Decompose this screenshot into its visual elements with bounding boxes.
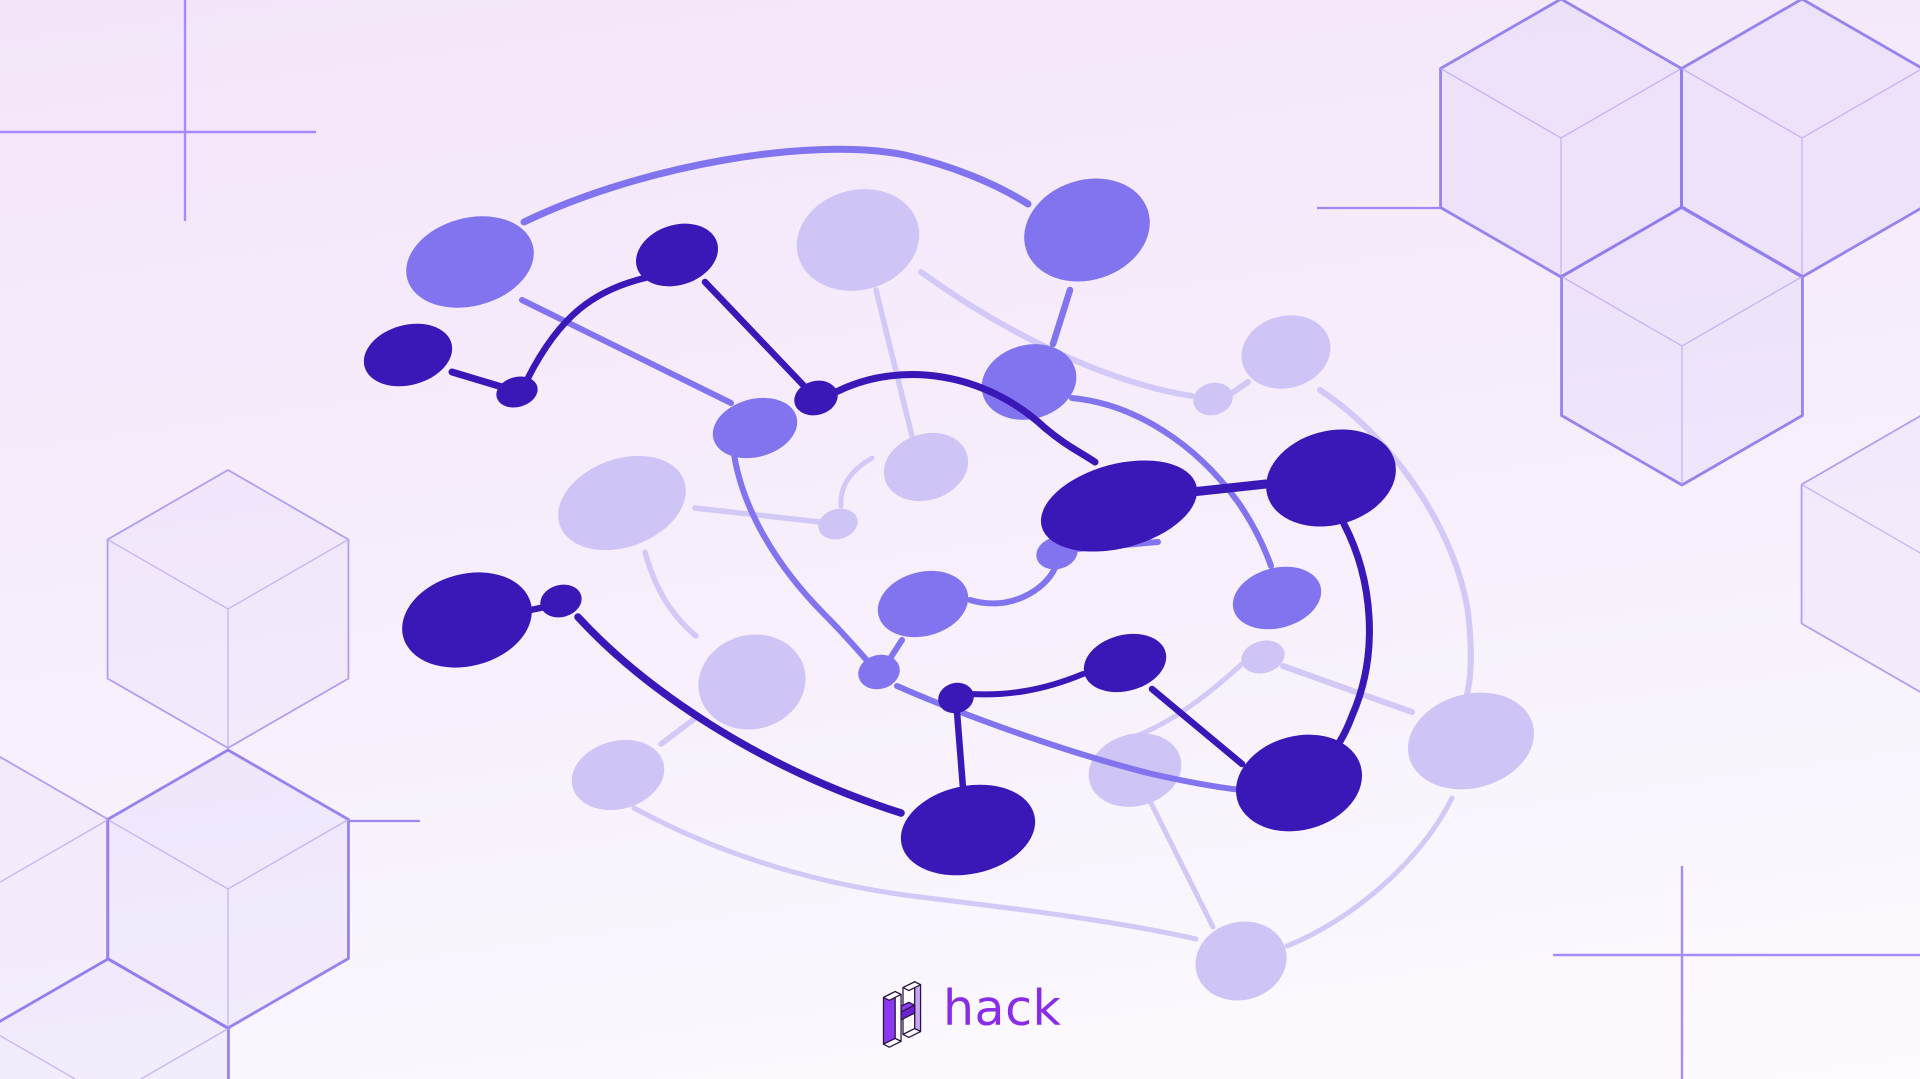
network-edge-l-orbit-4 (1284, 795, 1455, 949)
network-node-mid-3 (1024, 178, 1150, 282)
cube-inner-edges-bl-cube-bottom-partial (0, 1027, 229, 1079)
network-edge-m-orbit-3 (730, 444, 875, 669)
network-node-light-4 (1407, 692, 1535, 790)
network-node-dark-1 (363, 323, 453, 387)
network-edge-l-link-6-7 (1145, 794, 1216, 930)
network-node-mid-6 (858, 654, 900, 690)
network-node-mid-2 (712, 397, 798, 459)
network-edge-m-arc-7-5 (967, 565, 1058, 607)
cube-inner-edges-tr-cube-4-partial (1801, 483, 1920, 554)
network-edge-d-arc-7-8 (967, 671, 1086, 698)
brand-wordmark: hack (943, 980, 1062, 1037)
network-node-mid-8 (1232, 566, 1322, 630)
network-node-dark-10 (1235, 734, 1363, 832)
network-node-dark-7 (1083, 633, 1167, 693)
network-node-dark-9 (900, 784, 1036, 876)
network-edge-d-link-3-4 (701, 278, 810, 392)
network-edge-l-link-12-10 (692, 505, 823, 525)
network-edge-l-arc-11-12 (838, 455, 875, 509)
network-edge-l-link-5-4 (1280, 663, 1415, 715)
network-edge-m-link-3-4 (1049, 286, 1074, 348)
network-node-mid-1 (406, 216, 534, 308)
network-edge-l-orbit-3 (631, 805, 1199, 942)
network-node-dark-2 (496, 376, 538, 408)
network-node-mid-7 (877, 570, 969, 638)
network-edge-d-orbit-2 (1322, 520, 1373, 762)
cube-inner-edges-bl-cube-left-partial (0, 818, 109, 883)
network-edge-m-link-1-2 (519, 297, 734, 406)
network-edge-d-link-7-10 (1148, 685, 1246, 768)
network-node-dark-6 (1266, 429, 1396, 527)
cube-inner-edges-tr-cube-3 (1561, 275, 1803, 485)
cube-inner-edges-tr-cube-1 (1440, 67, 1682, 277)
network-edge-l-link-1-11 (873, 287, 915, 439)
network-edge-d-link-5-6 (1187, 479, 1271, 497)
network-edge-m-orbit-2 (1069, 395, 1274, 569)
network-edge-l-link-2-3 (1229, 379, 1251, 396)
network-node-dark-12 (402, 572, 532, 668)
network-edge-l-link-8-9 (658, 714, 700, 747)
network-edge-l-orbit-2 (1317, 387, 1474, 707)
network-edge-d-link-8-9 (953, 708, 967, 792)
network-node-light-11 (883, 432, 969, 502)
network-node-light-7 (1195, 921, 1287, 1001)
hack-logo-icon (882, 981, 922, 1048)
network-node-light-1 (796, 189, 920, 291)
network-edge-d-orbit-3 (574, 613, 905, 817)
network-node-dark-3 (635, 223, 719, 287)
network-node-light-8 (698, 634, 806, 730)
network-edge-d-orbit-1 (832, 371, 1099, 466)
brand-logo: hack (876, 972, 1061, 1054)
cube-outline-tr-cube-4-partial (1800, 415, 1920, 693)
network-edge-l-arc-6-5 (1131, 660, 1246, 740)
network-node-light-12 (818, 508, 858, 540)
network-node-light-2 (1193, 382, 1233, 416)
network-edge-l-arc-10-8 (642, 549, 699, 639)
network-node-dark-4 (794, 380, 838, 416)
network-node-light-10 (558, 455, 686, 551)
network-node-light-5 (1241, 640, 1285, 674)
cube-inner-edges-bl-cube-mid (107, 818, 349, 1028)
network-edge-m-orbit-1 (520, 145, 1032, 226)
network-node-light-3 (1241, 315, 1331, 389)
network-node-dark-8 (938, 682, 974, 714)
cube-inner-edges-bl-cube-top (107, 538, 349, 748)
network-node-dark-5 (1040, 460, 1198, 552)
network-edge-d-link-1-2 (448, 368, 506, 391)
network-node-dark-11 (540, 584, 582, 618)
network-edge-d-arc-3-2 (524, 274, 649, 382)
network-node-light-9 (571, 739, 665, 811)
cube-inner-edges-tr-cube-2 (1681, 67, 1920, 277)
